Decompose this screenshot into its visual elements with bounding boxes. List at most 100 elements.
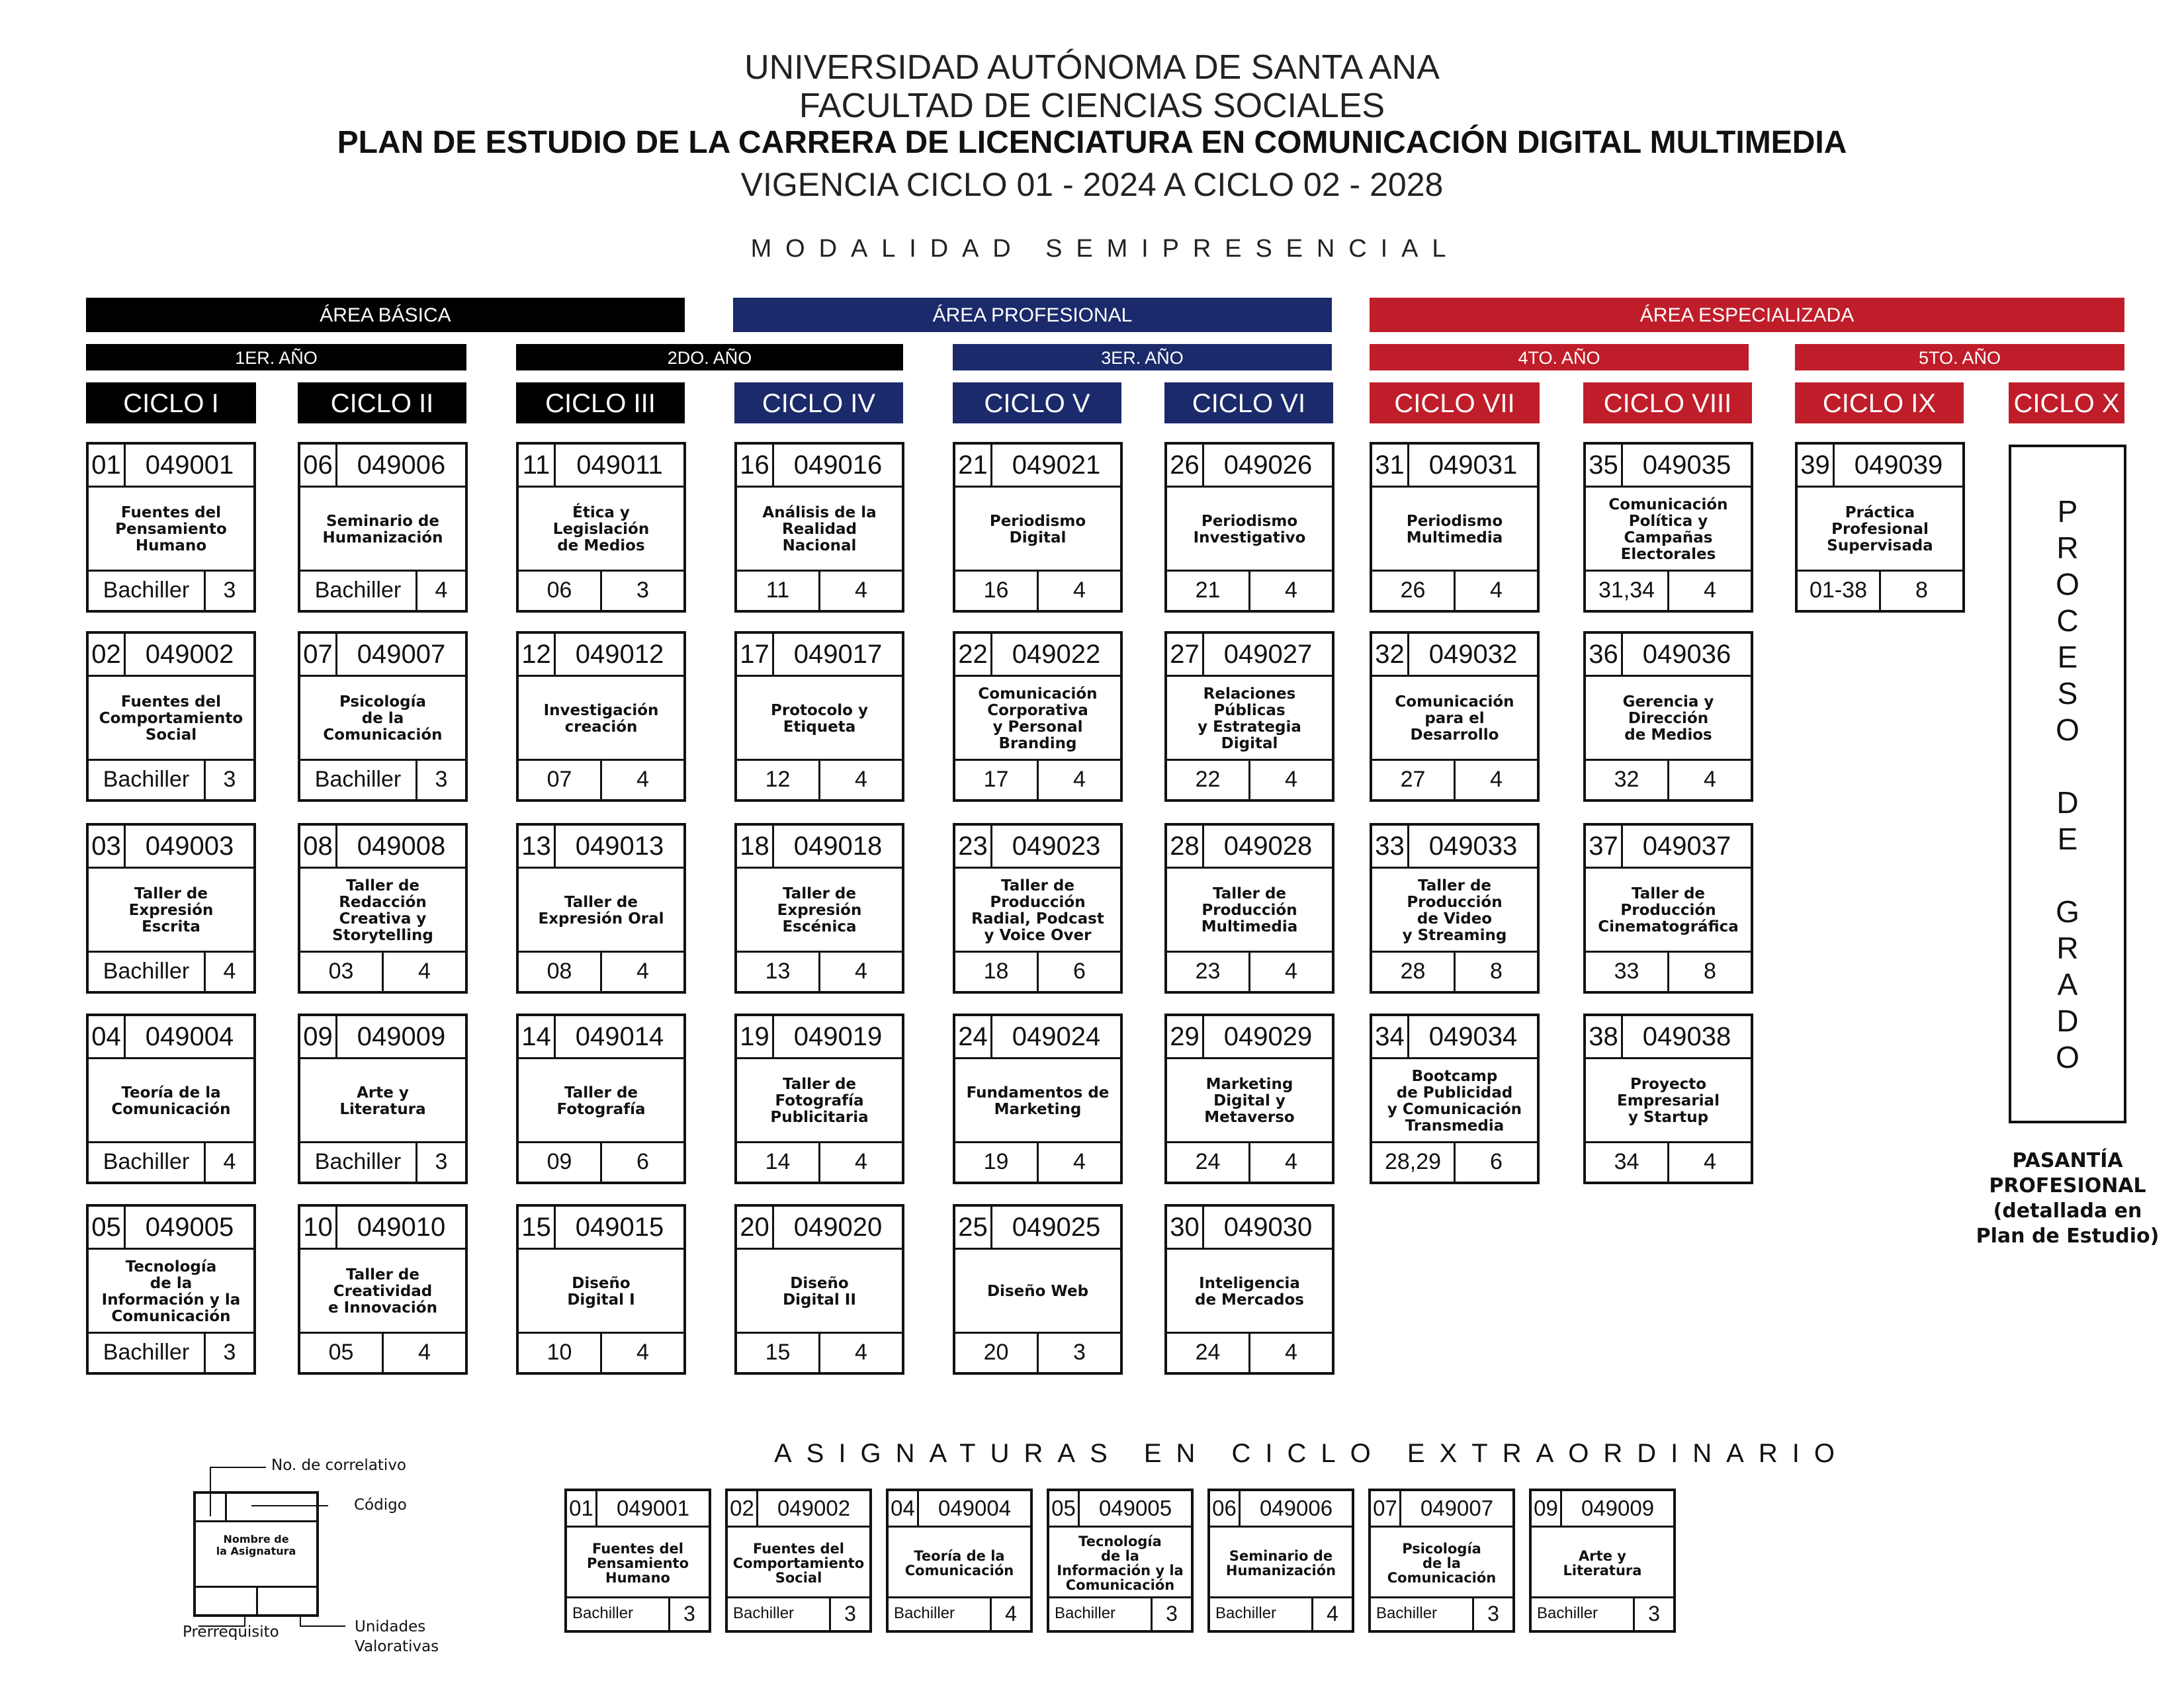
- course-units: 4: [418, 959, 431, 984]
- course-code: 049013: [575, 831, 664, 861]
- course-units: 4: [636, 959, 649, 984]
- course-units: 3: [844, 1602, 856, 1625]
- course-prerequisite: 01-38: [1798, 572, 1881, 610]
- course-prerequisite: 05: [300, 1334, 384, 1372]
- course-code: 049039: [1854, 450, 1943, 480]
- proceso-letter: [2011, 748, 2124, 785]
- proceso-letter: D: [2056, 785, 2079, 820]
- course-number: 07: [300, 634, 337, 675]
- course-prerequisite: 13: [737, 953, 820, 991]
- course-prerequisite: 26: [1372, 572, 1456, 610]
- course-code: 049037: [1642, 831, 1731, 861]
- proceso-letter: O: [2056, 713, 2079, 747]
- university-name: UNIVERSIDAD AUTÓNOMA DE SANTA ANA: [744, 48, 1440, 87]
- course-code: 049038: [1642, 1021, 1731, 1051]
- course-units: 3: [1166, 1602, 1178, 1625]
- course-units: 4: [855, 959, 867, 984]
- course-number: 04: [89, 1016, 126, 1057]
- legend-codigo: Código: [354, 1496, 407, 1514]
- course-code: 049006: [357, 450, 446, 480]
- proceso-letter: E: [2057, 822, 2078, 856]
- course-code: 049028: [1223, 831, 1313, 861]
- course-units: 6: [1490, 1149, 1503, 1174]
- ciclo-ix: CICLO IX: [1795, 382, 1964, 423]
- course-prerequisite: 11: [737, 572, 820, 610]
- ciclo-vii: CICLO VII: [1370, 382, 1540, 423]
- course-units: 3: [223, 578, 236, 603]
- course-number: 17: [737, 634, 774, 675]
- ciclo-iv: CICLO IV: [734, 382, 903, 423]
- legend-prerrequisito: Prerrequisito: [183, 1623, 279, 1641]
- course-number: 32: [1372, 634, 1409, 675]
- extra-title: ASIGNATURAS EN CICLO EXTRAORDINARIO: [774, 1439, 1849, 1468]
- course-prerequisite: 09: [519, 1143, 602, 1182]
- course-units: 4: [223, 959, 236, 984]
- area-basica: ÁREA BÁSICA: [86, 298, 685, 332]
- course-number: 05: [89, 1207, 126, 1248]
- course-prerequisite: 27: [1372, 761, 1456, 799]
- course-code: 049018: [793, 831, 883, 861]
- proceso-letter: R: [2056, 931, 2079, 965]
- proceso-letter: R: [2056, 531, 2079, 565]
- course-number: 39: [1798, 445, 1835, 486]
- course-units: 4: [1285, 959, 1297, 984]
- course-units: 3: [223, 767, 236, 792]
- legend-correlativo: No. de correlativo: [271, 1457, 407, 1474]
- course-prerequisite: 31,34: [1586, 572, 1669, 610]
- proceso-letter: O: [2056, 567, 2079, 601]
- course-number: 03: [89, 826, 126, 867]
- area-especializada: ÁREA ESPECIALIZADA: [1370, 298, 2124, 332]
- course-name: Diseño Web: [986, 1283, 1089, 1300]
- course-units: 4: [1285, 767, 1297, 792]
- course-units: 4: [1285, 578, 1297, 603]
- course-code: 049002: [145, 639, 234, 669]
